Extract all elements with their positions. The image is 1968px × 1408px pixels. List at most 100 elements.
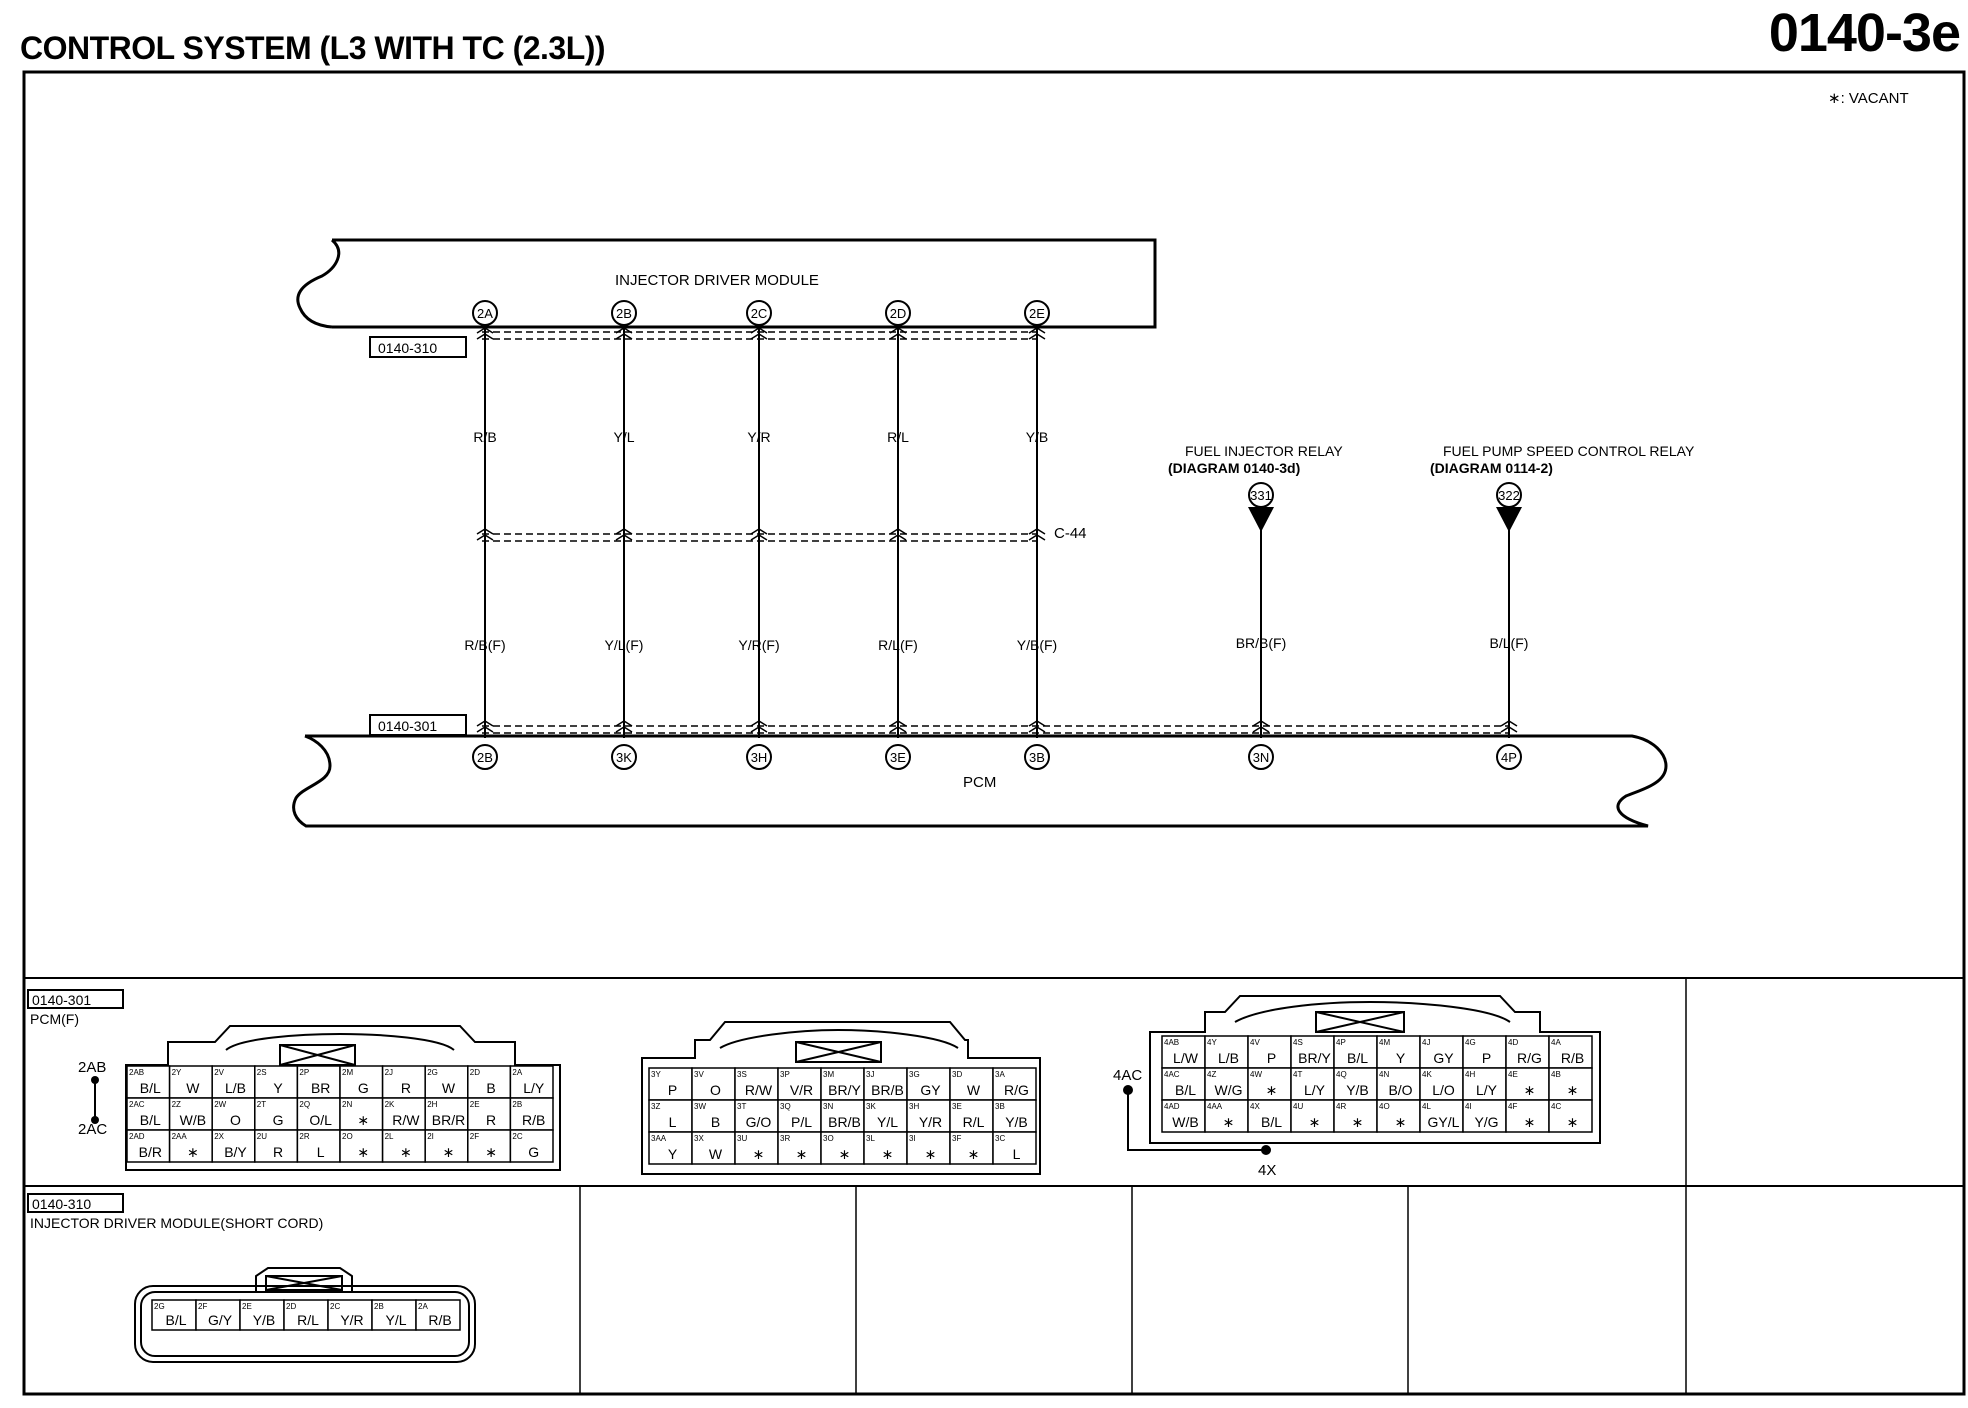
pin-cell-4aa[interactable]: 4AA∗ <box>1204 1099 1249 1133</box>
pin-cell-2n[interactable]: 2N∗ <box>339 1097 384 1131</box>
pin-cell-3k[interactable]: 3KY/L <box>863 1099 908 1133</box>
pin-cell-3s[interactable]: 3SR/W <box>734 1067 779 1101</box>
pin-cell-2q[interactable]: 2QO/L <box>296 1097 341 1131</box>
pin-cell-2i[interactable]: 2I∗ <box>424 1129 469 1163</box>
bottom-pin-3b[interactable]: 3B <box>1024 744 1050 770</box>
pin-cell-4a[interactable]: 4AR/B <box>1548 1035 1593 1069</box>
top-pin-2a[interactable]: 2A <box>472 300 498 326</box>
pin-cell-3r[interactable]: 3R∗ <box>777 1131 822 1165</box>
pin-cell-4u[interactable]: 4U∗ <box>1290 1099 1335 1133</box>
pin-cell-2g[interactable]: 2GW <box>424 1065 469 1099</box>
pin-cell-3v[interactable]: 3VO <box>691 1067 736 1101</box>
pin-cell-4t[interactable]: 4TL/Y <box>1290 1067 1335 1101</box>
bottom-pin-2b[interactable]: 2B <box>472 744 498 770</box>
pin-cell-4e[interactable]: 4E∗ <box>1505 1067 1550 1101</box>
pin-cell-3y[interactable]: 3YP <box>648 1067 693 1101</box>
pin-cell-3d[interactable]: 3DW <box>949 1067 994 1101</box>
pin-cell-3u[interactable]: 3U∗ <box>734 1131 779 1165</box>
pin-cell-2u[interactable]: 2UR <box>254 1129 299 1163</box>
pin-cell-3z[interactable]: 3ZL <box>648 1099 693 1133</box>
pin-cell-2l[interactable]: 2L∗ <box>381 1129 426 1163</box>
pin-cell-2m[interactable]: 2MG <box>339 1065 384 1099</box>
pin-cell-2d[interactable]: 2DB <box>467 1065 512 1099</box>
pin-cell-2c[interactable]: 2CY/R <box>327 1299 373 1331</box>
pin-cell-3x[interactable]: 3XW <box>691 1131 736 1165</box>
pin-cell-3a[interactable]: 3AR/G <box>992 1067 1037 1101</box>
pin-cell-2x[interactable]: 2XB/Y <box>211 1129 256 1163</box>
pin-cell-3t[interactable]: 3TG/O <box>734 1099 779 1133</box>
bottom-pin-3n[interactable]: 3N <box>1248 744 1274 770</box>
top-pin-2c[interactable]: 2C <box>746 300 772 326</box>
bottom-pin-3e[interactable]: 3E <box>885 744 911 770</box>
pin-cell-4y[interactable]: 4YL/B <box>1204 1035 1249 1069</box>
pin-cell-4w[interactable]: 4W∗ <box>1247 1067 1292 1101</box>
pin-cell-2k[interactable]: 2KR/W <box>381 1097 426 1131</box>
pin-cell-4r[interactable]: 4R∗ <box>1333 1099 1378 1133</box>
relay-322[interactable]: FUEL PUMP SPEED CONTROL RELAY(DIAGRAM 01… <box>1430 443 1695 770</box>
pin-cell-3w[interactable]: 3WB <box>691 1099 736 1133</box>
pin-cell-4v[interactable]: 4VP <box>1247 1035 1292 1069</box>
pin-cell-4n[interactable]: 4NB/O <box>1376 1067 1421 1101</box>
connector-ref-top[interactable]: 0140-310 <box>369 336 467 358</box>
pin-cell-4i[interactable]: 4IY/G <box>1462 1099 1507 1133</box>
pin-cell-2z[interactable]: 2ZW/B <box>168 1097 213 1131</box>
pin-cell-3i[interactable]: 3I∗ <box>906 1131 951 1165</box>
pin-cell-2t[interactable]: 2TG <box>254 1097 299 1131</box>
top-pin-2b[interactable]: 2B <box>611 300 637 326</box>
pin-cell-3p[interactable]: 3PV/R <box>777 1067 822 1101</box>
pin-cell-4p[interactable]: 4PB/L <box>1333 1035 1378 1069</box>
pin-cell-2r[interactable]: 2RL <box>296 1129 341 1163</box>
pin-cell-4c[interactable]: 4C∗ <box>1548 1099 1593 1133</box>
pin-cell-2s[interactable]: 2SY <box>254 1065 299 1099</box>
pin-cell-2b[interactable]: 2BR/B <box>509 1097 554 1131</box>
relay-331[interactable]: FUEL INJECTOR RELAY(DIAGRAM 0140-3d)331B… <box>1168 443 1343 770</box>
pin-cell-4k[interactable]: 4KL/O <box>1419 1067 1464 1101</box>
pin-cell-2v[interactable]: 2VL/B <box>211 1065 256 1099</box>
pin-cell-4o[interactable]: 4O∗ <box>1376 1099 1421 1133</box>
pin-cell-3q[interactable]: 3QP/L <box>777 1099 822 1133</box>
pin-cell-2a[interactable]: 2AR/B <box>415 1299 461 1331</box>
pin-cell-3o[interactable]: 3O∗ <box>820 1131 865 1165</box>
pin-cell-2aa[interactable]: 2AA∗ <box>168 1129 213 1163</box>
pin-cell-2e[interactable]: 2EY/B <box>239 1299 285 1331</box>
pin-cell-4q[interactable]: 4QY/B <box>1333 1067 1378 1101</box>
connector-ref-bottom[interactable]: 0140-301 <box>369 714 467 736</box>
pin-cell-2f[interactable]: 2F∗ <box>467 1129 512 1163</box>
pcm-connector-ref[interactable]: 0140-301 <box>27 989 124 1009</box>
relay-node-331[interactable]: 331 <box>1248 482 1274 508</box>
pin-cell-3f[interactable]: 3F∗ <box>949 1131 994 1165</box>
pin-cell-3l[interactable]: 3L∗ <box>863 1131 908 1165</box>
pin-cell-2a[interactable]: 2AL/Y <box>509 1065 554 1099</box>
pin-cell-3b[interactable]: 3BY/B <box>992 1099 1037 1133</box>
pin-cell-4x[interactable]: 4XB/L <box>1247 1099 1292 1133</box>
pin-cell-4m[interactable]: 4MY <box>1376 1035 1421 1069</box>
top-pin-2d[interactable]: 2D <box>885 300 911 326</box>
pin-cell-4f[interactable]: 4F∗ <box>1505 1099 1550 1133</box>
pin-cell-2o[interactable]: 2O∗ <box>339 1129 384 1163</box>
pin-cell-4b[interactable]: 4B∗ <box>1548 1067 1593 1101</box>
pin-cell-3e[interactable]: 3ER/L <box>949 1099 994 1133</box>
pin-cell-4h[interactable]: 4HL/Y <box>1462 1067 1507 1101</box>
pin-cell-2y[interactable]: 2YW <box>168 1065 213 1099</box>
pin-cell-2c[interactable]: 2CG <box>509 1129 554 1163</box>
pin-cell-2f[interactable]: 2FG/Y <box>195 1299 241 1331</box>
idm-connector-ref[interactable]: 0140-310 <box>27 1193 124 1213</box>
